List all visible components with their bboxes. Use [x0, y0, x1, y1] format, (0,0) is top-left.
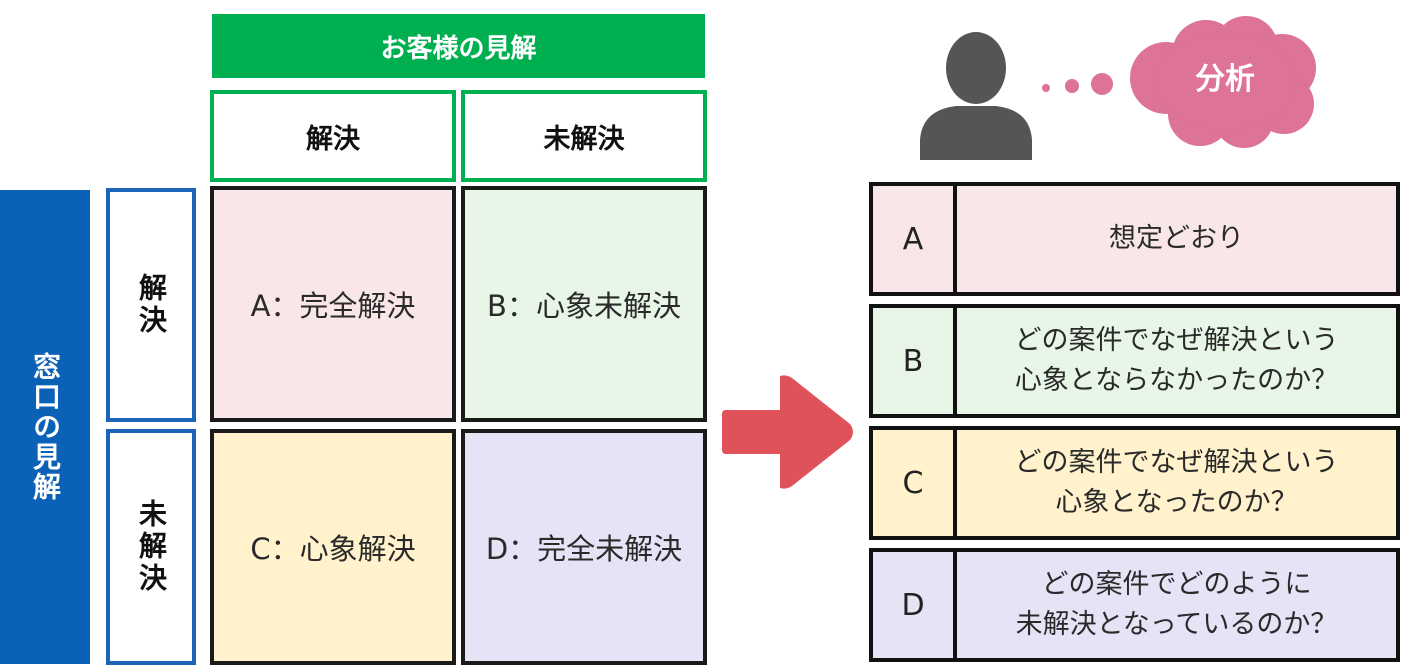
analysis-text-line: 未解決となっているのか？: [1015, 609, 1338, 640]
window-row-resolved: 解決: [106, 188, 196, 422]
analysis-text: どの案件でなぜ解決という 心象とならなかったのか？: [957, 308, 1396, 414]
thought-cloud-icon: [1042, 16, 1316, 148]
analysis-text-line: 想定どおり: [1109, 223, 1244, 254]
analysis-row-b: B どの案件でなぜ解決という 心象とならなかったのか？: [869, 304, 1400, 418]
analysis-label: 分析: [1195, 62, 1255, 97]
analysis-letter: C: [873, 430, 957, 536]
analysis-text-line: どの案件でどのように: [1041, 569, 1312, 600]
analysis-text-line: 心象とならなかったのか？: [1014, 365, 1339, 396]
analysis-text-line: 心象となったのか？: [1055, 487, 1298, 518]
analysis-text: 想定どおり: [957, 186, 1396, 292]
analysis-text-line: どの案件でなぜ解決という: [1014, 325, 1339, 356]
customer-col-resolved: 解決: [210, 90, 456, 182]
person-icon: [920, 32, 1032, 160]
customer-col-unresolved: 未解決: [461, 90, 707, 182]
analysis-letter: B: [873, 308, 957, 414]
analysis-letter: D: [873, 552, 957, 658]
right-arrow-icon: [722, 375, 853, 489]
analysis-row-c: C どの案件でなぜ解決という 心象となったのか？: [869, 426, 1400, 540]
analysis-text: どの案件でどのように 未解決となっているのか？: [957, 552, 1396, 658]
analysis-letter: A: [873, 186, 957, 292]
cell-d-full-unresolved: D：完全未解決: [461, 429, 707, 665]
customer-view-header: お客様の見解: [212, 14, 705, 78]
cell-c-impression-resolved: C：心象解決: [210, 429, 456, 665]
window-row-unresolved: 未解決: [106, 429, 196, 665]
analysis-row-d: D どの案件でどのように 未解決となっているのか？: [869, 548, 1400, 662]
window-view-header: 窓口の見解: [0, 190, 90, 664]
cell-a-full-resolved: A：完全解決: [210, 186, 456, 422]
analysis-text-line: どの案件でなぜ解決という: [1014, 447, 1339, 478]
cell-b-impression-unresolved: B：心象未解決: [461, 186, 707, 422]
analysis-row-a: A 想定どおり: [869, 182, 1400, 296]
analysis-text: どの案件でなぜ解決という 心象となったのか？: [957, 430, 1396, 536]
